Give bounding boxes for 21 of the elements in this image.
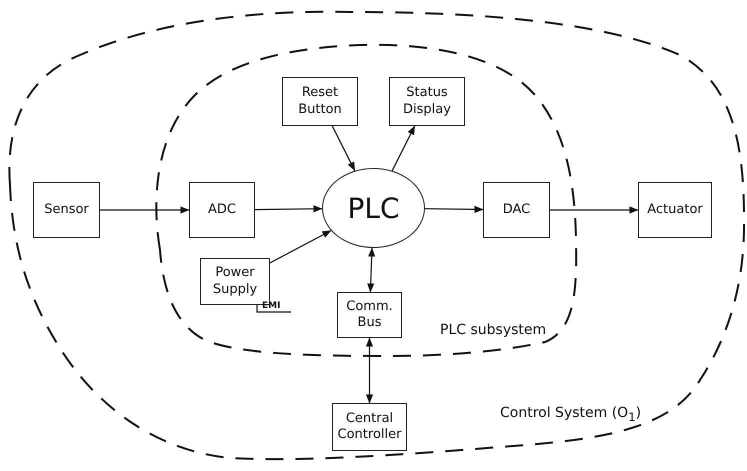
arrow — [332, 126, 356, 172]
arrow — [100, 206, 190, 214]
arrow — [392, 126, 416, 171]
process-box: Central Controller — [332, 403, 407, 451]
arrow — [367, 248, 376, 292]
process-box: Actuator — [638, 182, 712, 238]
process-box: ADC — [189, 182, 255, 238]
arrow — [425, 206, 484, 213]
region-label: Control System (O$_{1}$) — [500, 405, 642, 424]
arrow — [366, 338, 374, 404]
arrow — [255, 205, 322, 212]
process-box: Reset Button — [282, 77, 358, 126]
process-box: Comm. Bus — [337, 292, 402, 338]
region-label: PLC subsystem — [440, 322, 546, 338]
process-box: DAC — [483, 182, 550, 238]
process-box: Status Display — [389, 77, 465, 126]
process-box: Sensor — [33, 182, 100, 238]
controller-ellipse: PLC — [322, 168, 425, 248]
annotation-label: EMI — [262, 302, 280, 311]
arrow — [270, 230, 332, 264]
arrow — [550, 206, 638, 214]
